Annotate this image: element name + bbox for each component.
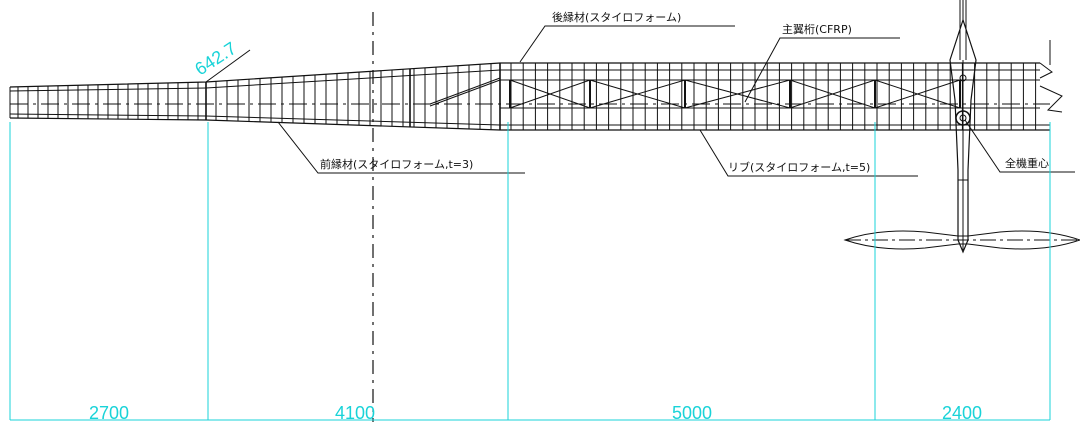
dimension-chord: 642.7	[191, 38, 240, 79]
dimension-segment-3: 5000	[672, 403, 712, 422]
label-rib: リブ(スタイロフォーム,t=5)	[728, 160, 870, 174]
dimension-lines	[9, 122, 1051, 421]
label-trailing-edge: 後縁材(スタイロフォーム)	[552, 10, 681, 24]
fuselage	[949, 0, 1051, 254]
dimension-segment-2: 4100	[335, 403, 375, 422]
label-main-spar: 主翼桁(CFRP)	[782, 22, 852, 36]
rib-lines	[17, 63, 1037, 130]
horizontal-tail	[843, 230, 1080, 250]
leader-lines	[205, 25, 1075, 177]
dimension-segment-4: 2400	[942, 403, 982, 422]
label-leading-edge: 前縁材(スタイロフォーム,t=3)	[320, 157, 473, 171]
label-center-of-gravity: 全機重心	[1005, 156, 1049, 170]
spar-truss	[500, 79, 1040, 109]
dimension-segment-1: 2700	[89, 403, 129, 422]
